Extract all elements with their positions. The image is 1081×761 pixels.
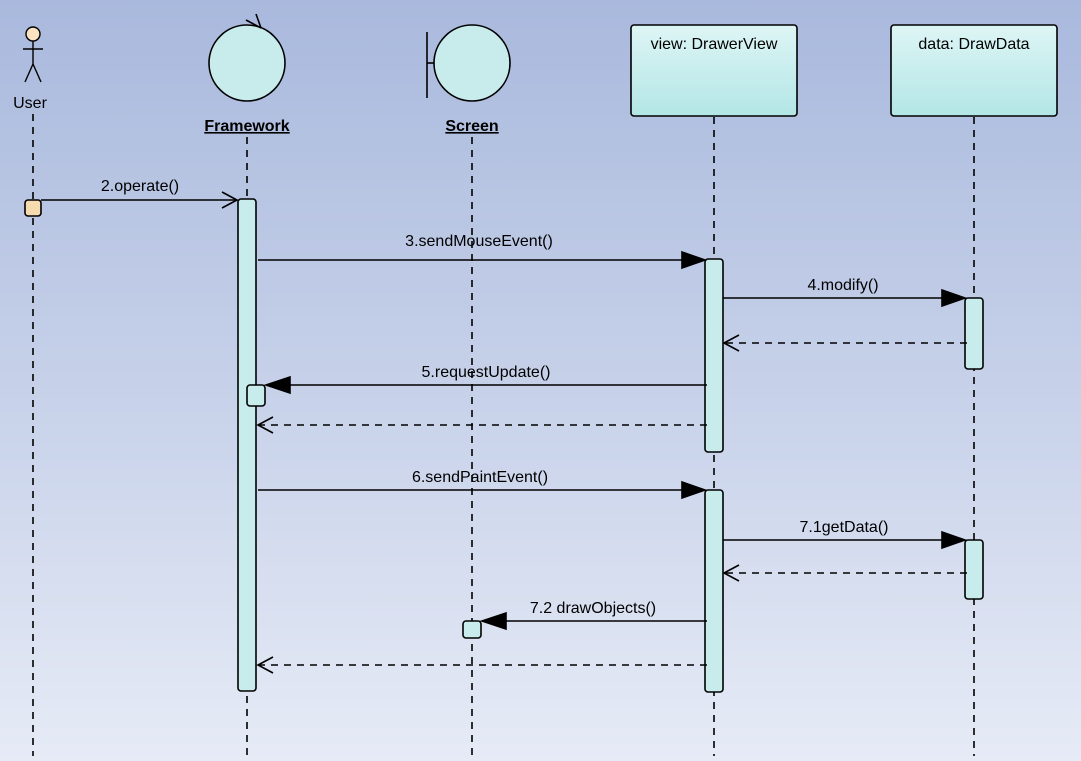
open-arrowhead-icon	[256, 656, 274, 674]
activation-data-2	[964, 539, 984, 600]
message-r5[interactable]	[256, 416, 707, 434]
filled-arrowhead-icon	[681, 480, 708, 500]
message-m72[interactable]	[479, 611, 707, 631]
activation-view-1	[704, 258, 724, 453]
participant-label-framework: Framework	[204, 118, 289, 135]
participant-view[interactable]: view: DrawerView	[630, 24, 798, 117]
message-label-m4: 4.modify()	[807, 277, 878, 294]
message-m4[interactable]	[723, 288, 968, 308]
message-m5[interactable]	[263, 375, 707, 395]
activation-framework	[237, 198, 257, 692]
boundary-icon	[426, 24, 511, 102]
message-r71[interactable]	[722, 564, 967, 582]
participant-box-view	[630, 24, 798, 117]
message-label-m6: 6.sendPaintEvent()	[412, 469, 548, 486]
control-icon	[208, 13, 286, 102]
participant-label-screen: Screen	[445, 118, 498, 135]
actor-icon	[23, 26, 43, 83]
message-label-m72: 7.2 drawObjects()	[530, 600, 656, 617]
participant-box-data	[890, 24, 1058, 117]
lifelines	[32, 114, 975, 756]
filled-arrowhead-icon	[941, 530, 968, 550]
filled-arrowhead-icon	[941, 288, 968, 308]
open-arrowhead-icon	[256, 416, 274, 434]
message-m2[interactable]	[41, 191, 239, 209]
participant-label-data: data: DrawData	[918, 36, 1029, 53]
message-m3[interactable]	[258, 250, 708, 270]
activation-data-1	[964, 297, 984, 370]
activations	[24, 198, 984, 693]
activation-screen	[462, 620, 482, 639]
message-label-m71: 7.1getData()	[800, 519, 889, 536]
participant-label-view: view: DrawerView	[651, 36, 778, 53]
open-arrowhead-icon	[221, 191, 239, 209]
open-arrowhead-icon	[722, 334, 740, 352]
message-label-m2: 2.operate()	[101, 178, 179, 195]
message-m71[interactable]	[723, 530, 968, 550]
participant-screen[interactable]: Screen	[426, 24, 511, 135]
participant-label-user: User	[13, 95, 47, 112]
filled-arrowhead-icon	[479, 611, 507, 631]
message-label-m3: 3.sendMouseEvent()	[405, 233, 553, 250]
message-label-m5: 5.requestUpdate()	[422, 364, 551, 381]
filled-arrowhead-icon	[263, 375, 291, 395]
participant-user[interactable]: User	[13, 26, 48, 112]
activation-framework-nested	[246, 384, 266, 407]
message-m6[interactable]	[258, 480, 708, 500]
participant-data[interactable]: data: DrawData	[890, 24, 1058, 117]
filled-arrowhead-icon	[681, 250, 708, 270]
activation-user	[24, 199, 42, 217]
participant-framework[interactable]: Framework	[204, 13, 290, 135]
message-r6[interactable]	[256, 656, 707, 674]
open-arrowhead-icon	[722, 564, 740, 582]
message-r4[interactable]	[722, 334, 967, 352]
activation-view-2	[704, 489, 724, 693]
